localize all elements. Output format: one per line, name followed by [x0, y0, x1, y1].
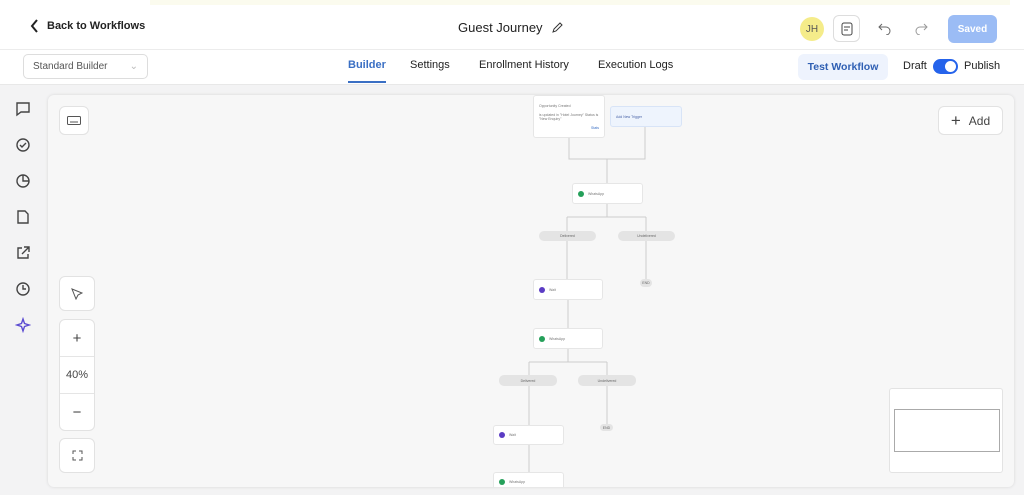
publish-toggle[interactable]	[933, 59, 958, 74]
tab-execution-logs[interactable]: Execution Logs	[598, 59, 674, 71]
plus-icon: +	[950, 110, 961, 130]
check-circle-icon[interactable]	[15, 137, 31, 153]
keyboard-icon	[67, 116, 81, 125]
delivered-branch[interactable]: Delivered	[499, 375, 557, 386]
file-icon[interactable]	[15, 209, 31, 225]
draft-label: Draft	[903, 60, 927, 72]
back-to-workflows-link[interactable]: Back to Workflows	[30, 19, 145, 33]
trigger-node[interactable]: Opportunity Created is updated in "Hotel…	[533, 95, 605, 138]
document-icon	[841, 22, 852, 35]
undo-icon[interactable]	[878, 21, 892, 35]
builder-select[interactable]: Standard Builder⌄	[23, 54, 148, 79]
wait-node[interactable]: Wait	[493, 425, 564, 445]
pencil-icon[interactable]	[551, 21, 563, 34]
sparkle-icon[interactable]	[15, 317, 31, 333]
chevron-down-icon: ⌄	[129, 61, 138, 72]
tab-builder[interactable]: Builder	[348, 59, 386, 83]
minimap-viewport[interactable]	[894, 409, 1000, 452]
whatsapp-icon	[578, 190, 584, 197]
redo-icon[interactable]	[914, 21, 928, 35]
notes-button[interactable]	[833, 15, 860, 42]
chat-icon[interactable]	[15, 101, 31, 117]
add-button[interactable]: +Add	[938, 106, 1003, 135]
zoom-in-button[interactable]: +	[72, 329, 82, 347]
publish-label: Publish	[964, 60, 1001, 72]
minimap[interactable]	[889, 388, 1003, 473]
add-trigger-node[interactable]: Add New Trigger	[610, 106, 682, 127]
pie-chart-icon[interactable]	[15, 173, 31, 189]
whatsapp-icon	[499, 479, 505, 485]
whatsapp-node[interactable]: WhatsApp	[533, 328, 603, 349]
undelivered-branch[interactable]: Undelivered	[618, 231, 675, 241]
expand-icon	[72, 450, 82, 461]
zoom-level: 40%	[60, 356, 94, 394]
zoom-out-button[interactable]: −	[72, 403, 82, 421]
wait-icon	[539, 286, 545, 293]
wait-node[interactable]: Wait	[533, 279, 603, 300]
avatar[interactable]: JH	[800, 17, 824, 41]
end-node: END	[640, 279, 652, 287]
whatsapp-node[interactable]: WhatsApp	[493, 472, 564, 487]
keyboard-shortcuts-button[interactable]	[59, 106, 89, 135]
saved-button[interactable]: Saved	[948, 15, 997, 43]
delivered-branch[interactable]: Delivered	[539, 231, 596, 241]
whatsapp-node[interactable]: WhatsApp	[572, 183, 643, 204]
external-link-icon[interactable]	[15, 245, 31, 261]
select-tool-button[interactable]	[59, 276, 95, 311]
wait-icon	[499, 432, 505, 438]
zoom-controls: + 40% −	[59, 319, 95, 431]
tab-enrollment-history[interactable]: Enrollment History	[479, 59, 569, 71]
workflow-title[interactable]: Guest Journey	[458, 20, 563, 35]
fit-view-button[interactable]	[59, 438, 95, 473]
tab-settings[interactable]: Settings	[410, 59, 450, 71]
end-node: END	[600, 424, 613, 431]
undelivered-branch[interactable]: Undelivered	[578, 375, 636, 386]
whatsapp-icon	[539, 335, 545, 342]
cursor-icon	[71, 287, 83, 300]
test-workflow-button[interactable]: Test Workflow	[798, 54, 888, 80]
connector-lines	[528, 127, 647, 472]
history-icon[interactable]	[15, 281, 31, 297]
chevron-left-icon	[30, 19, 38, 33]
workflow-canvas[interactable]: Opportunity Created is updated in "Hotel…	[48, 95, 1014, 487]
